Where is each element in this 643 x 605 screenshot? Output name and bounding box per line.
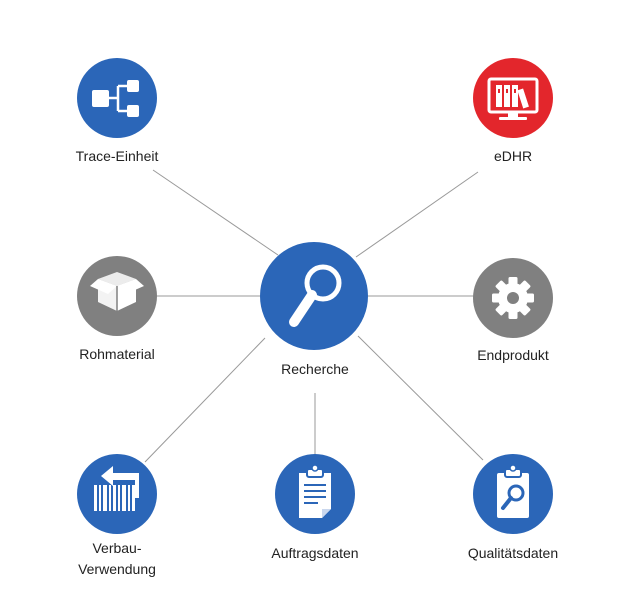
connector-edhr — [355, 171, 479, 258]
monitor-binders-icon — [487, 77, 539, 120]
node-quality-data[interactable]: Qualitätsdaten — [468, 454, 558, 561]
barcode-arrow-icon — [94, 466, 139, 511]
node-where-used-circle — [77, 454, 157, 534]
node-order-data[interactable]: Auftragsdaten — [271, 454, 359, 561]
connector-lines — [144, 169, 484, 463]
node-edhr[interactable]: eDHR — [473, 58, 553, 164]
center-node-label: Recherche — [281, 361, 349, 377]
node-raw-material-label: Rohmaterial — [79, 346, 154, 362]
node-trace-unit[interactable]: Trace-Einheit — [76, 58, 159, 164]
node-end-product[interactable]: Endprodukt — [473, 258, 553, 363]
clipboard-search-icon — [497, 464, 529, 518]
magnifier-icon — [289, 264, 342, 327]
node-where-used-label-line1: Verbau- — [92, 540, 141, 556]
connector-where-used — [144, 337, 266, 463]
node-where-used-label-line2: Verwendung — [78, 561, 156, 577]
clipboard-icon — [299, 464, 331, 518]
center-node-research[interactable]: Recherche — [260, 242, 368, 377]
connector-quality-data — [357, 335, 484, 461]
gear-icon — [492, 277, 534, 319]
node-order-data-label: Auftragsdaten — [271, 545, 358, 561]
node-trace-unit-label: Trace-Einheit — [76, 148, 159, 164]
node-where-used[interactable]: Verbau- Verwendung — [77, 454, 157, 577]
open-box-icon — [90, 272, 144, 311]
node-end-product-label: Endprodukt — [477, 347, 549, 363]
node-quality-data-label: Qualitätsdaten — [468, 545, 558, 561]
node-raw-material[interactable]: Rohmaterial — [77, 256, 157, 362]
node-edhr-label: eDHR — [494, 148, 532, 164]
connector-trace-unit — [152, 169, 279, 256]
hierarchy-tree-icon — [92, 80, 139, 117]
